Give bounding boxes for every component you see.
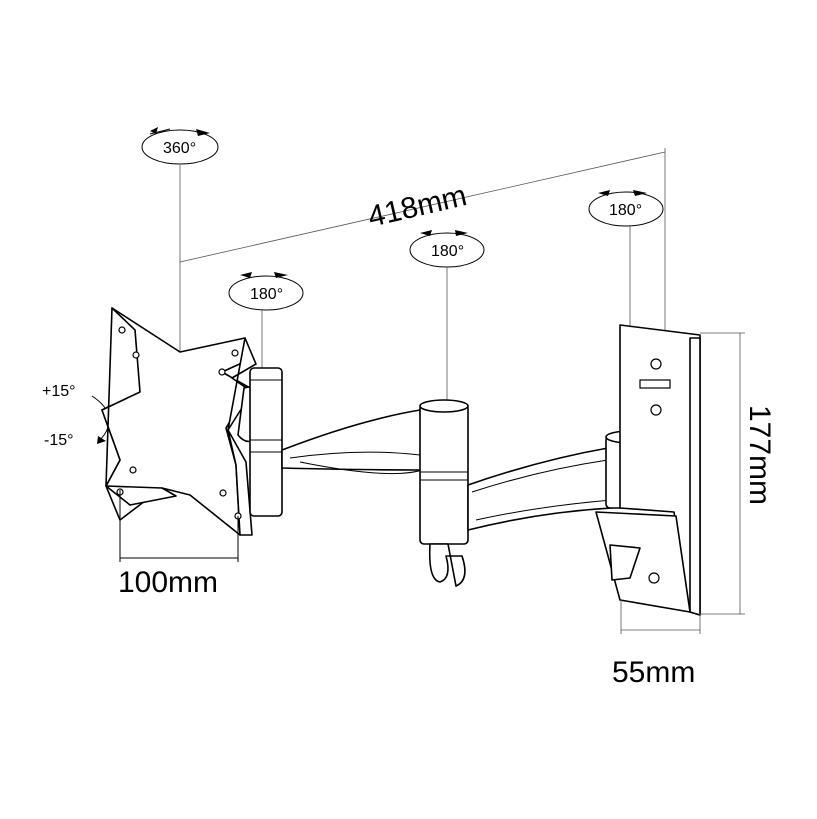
vesa-label: 100mm xyxy=(118,566,218,599)
rotation-label-right: 180° xyxy=(609,202,642,219)
height-label: 177mm xyxy=(743,405,776,505)
tilt-indicator: +15° -15° xyxy=(42,383,110,449)
tilt-joint xyxy=(237,367,283,517)
depth-label: 55mm xyxy=(612,656,695,689)
dimension-177mm: 177mm xyxy=(700,332,776,615)
rotation-label-360: 360° xyxy=(163,140,196,157)
rotation-label-left: 180° xyxy=(250,286,283,303)
wall-plate xyxy=(595,324,701,616)
dimension-100mm: 100mm xyxy=(118,490,239,599)
rotation-badge-left: 180° xyxy=(228,272,304,368)
rotation-badge-360: 360° xyxy=(141,127,219,165)
arm-right xyxy=(467,447,613,531)
arm-left xyxy=(281,409,423,475)
tilt-up-label: +15° xyxy=(42,383,76,400)
length-label: 418mm xyxy=(365,179,470,234)
rotation-label-middle: 180° xyxy=(431,243,464,260)
middle-pivot xyxy=(419,399,469,587)
vesa-plate xyxy=(101,307,257,536)
rotation-badge-middle: 180° xyxy=(409,230,485,402)
dimension-55mm: 55mm xyxy=(612,600,701,689)
tilt-down-label: -15° xyxy=(44,432,74,449)
